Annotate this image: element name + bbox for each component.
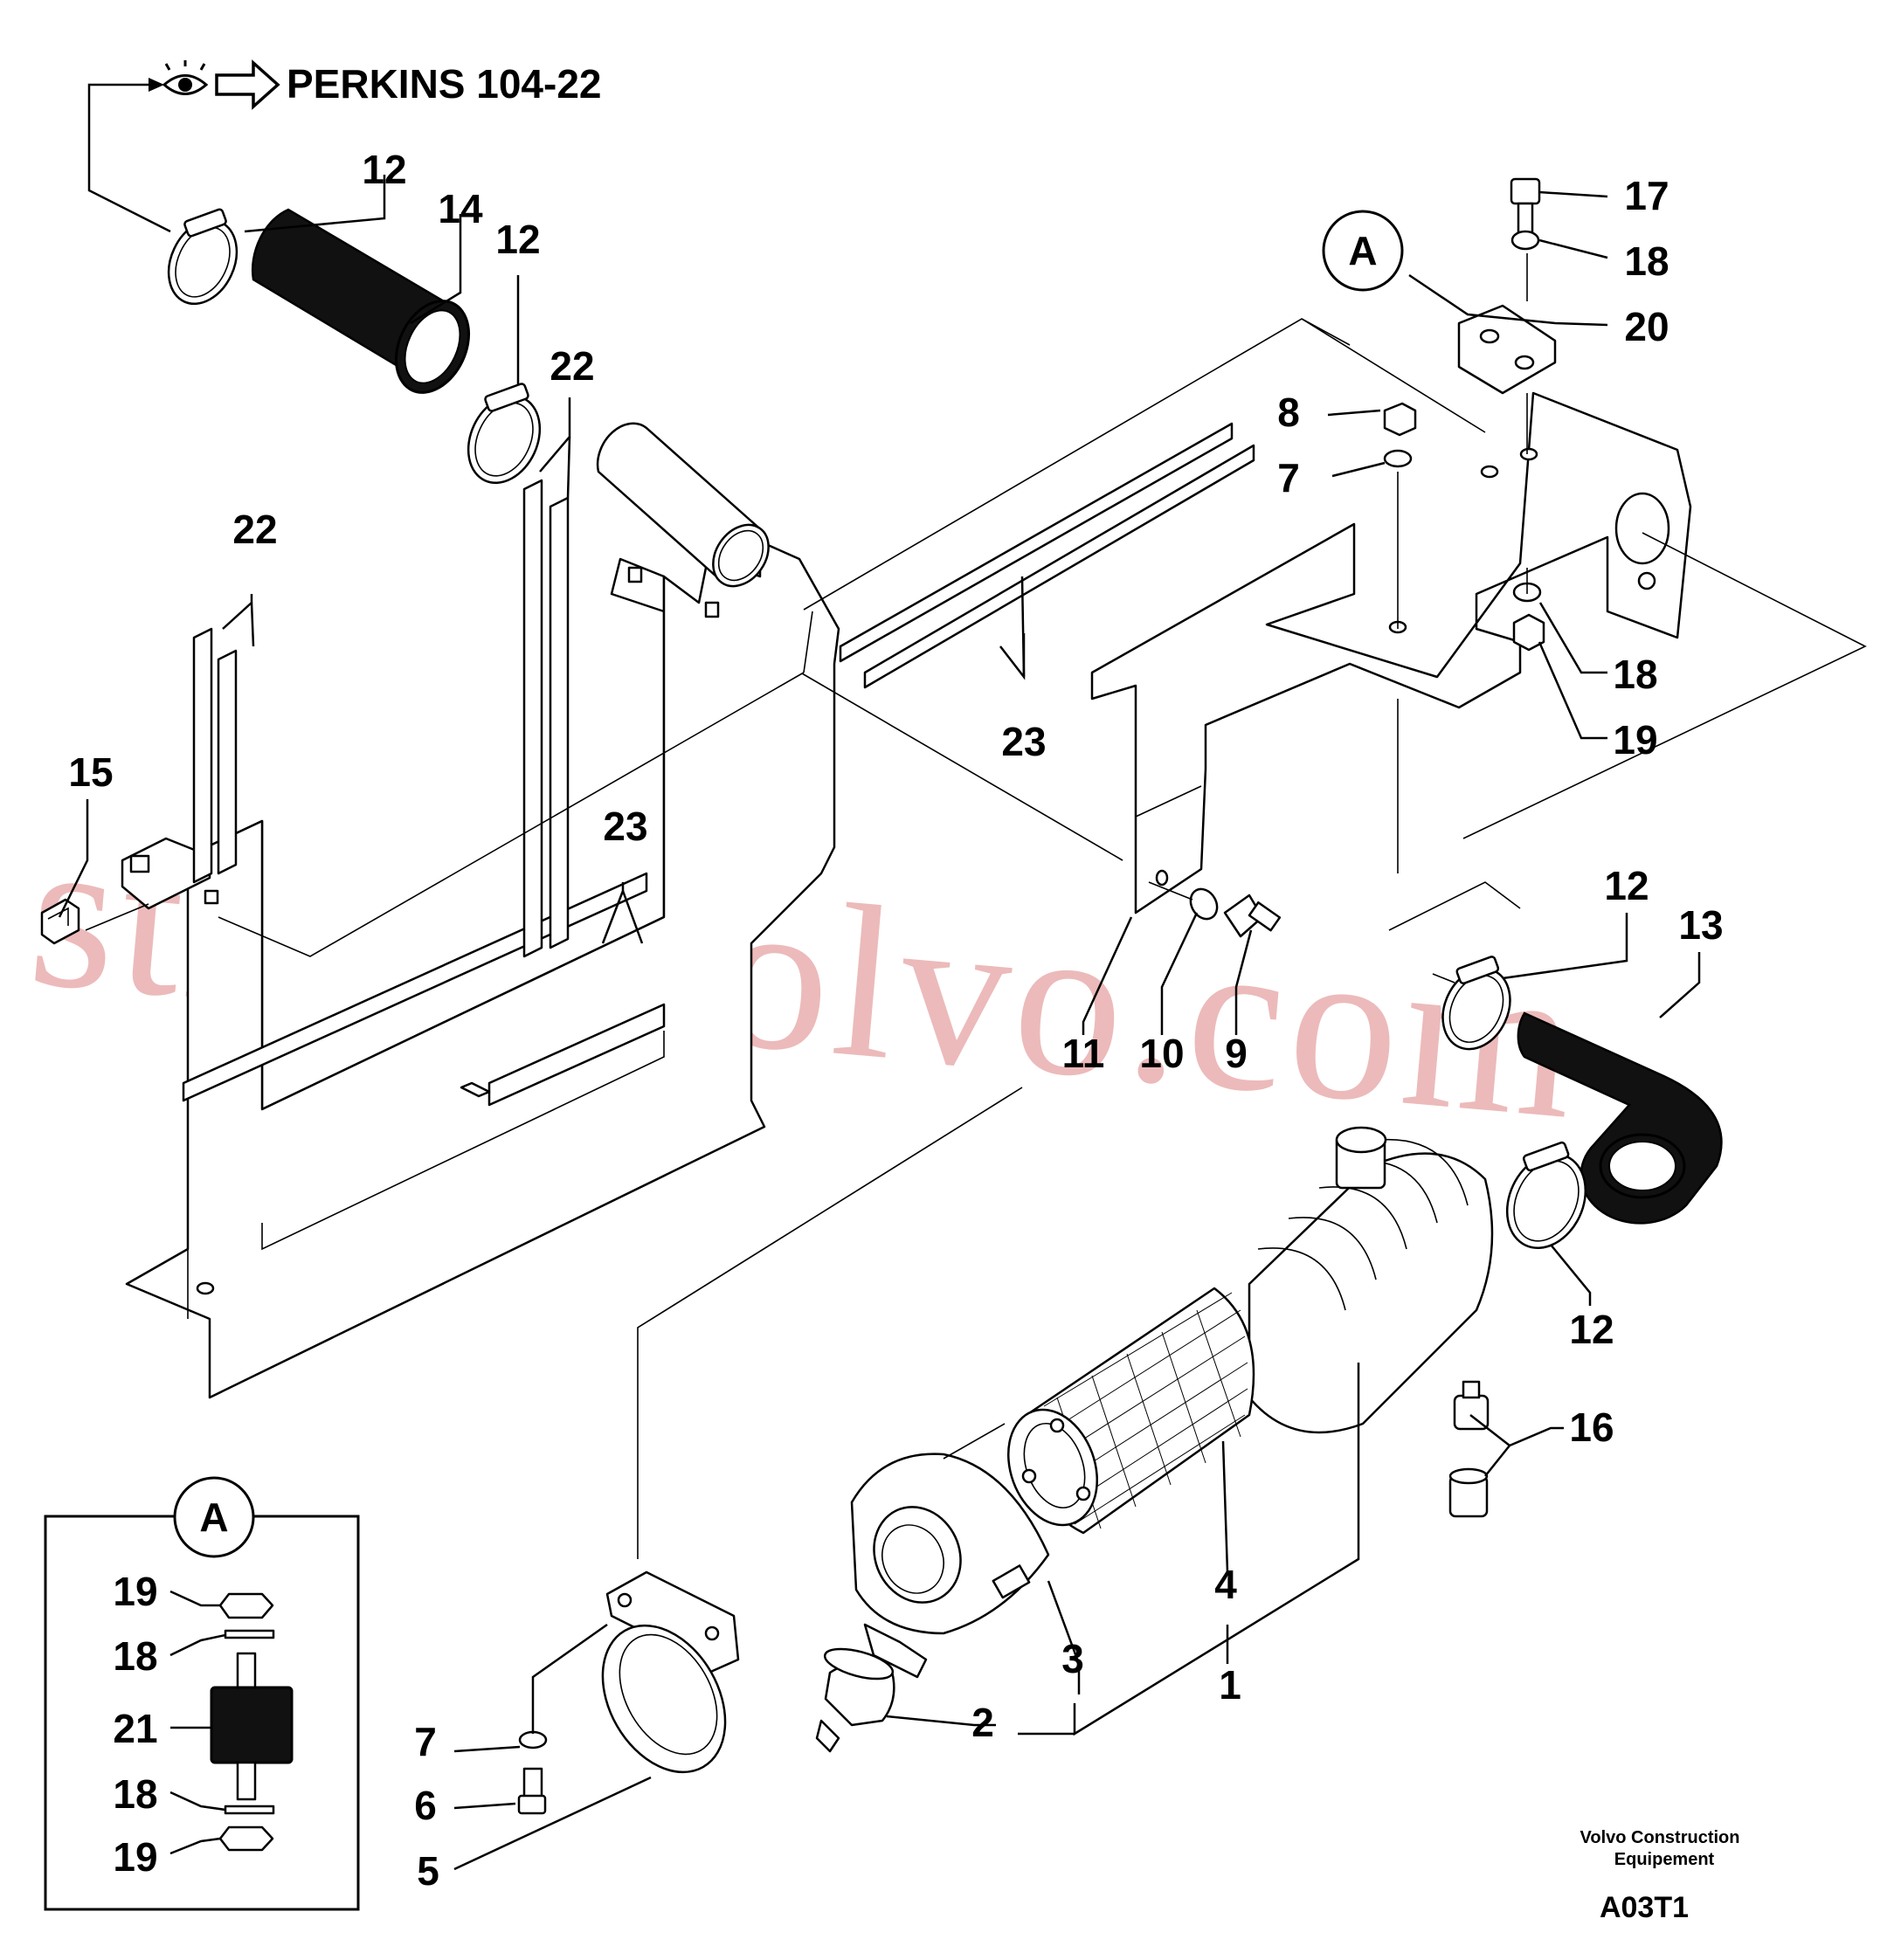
inset-label-19b: 19: [113, 1834, 157, 1880]
eye-icon: [162, 60, 209, 95]
inset-label-19a: 19: [113, 1569, 157, 1614]
footer: Volvo Construction Equipement A03T1: [1580, 1828, 1740, 1924]
bolt-17: [1510, 177, 1541, 237]
inset-label-21: 21: [113, 1706, 157, 1751]
callout-5: 5: [417, 1848, 439, 1894]
spring-clip-15: [40, 898, 80, 945]
callout-15: 15: [68, 749, 113, 795]
drawing-code: A03T1: [1600, 1891, 1689, 1924]
bolt-9: [1223, 894, 1282, 938]
callout-23b: 23: [603, 804, 647, 849]
bracket-20: [1457, 304, 1557, 395]
callout-16: 16: [1569, 1404, 1614, 1450]
callout-12c: 12: [1604, 863, 1649, 908]
callout-14: 14: [438, 186, 483, 231]
leader-lines: [58, 175, 1701, 1871]
inset-nut-top: [218, 1592, 274, 1619]
washer-7-top: [1383, 449, 1413, 468]
callout-2: 2: [971, 1700, 994, 1745]
frame-pipe: [596, 422, 770, 618]
callout-1: 1: [1219, 1662, 1241, 1708]
filter-cover-3: [850, 1453, 1050, 1679]
hose-clamp-right-upper: [1441, 956, 1511, 1051]
washer-7-bottom: [518, 1730, 548, 1750]
bolt-6: [517, 1767, 547, 1815]
callout-23a: 23: [1001, 719, 1046, 764]
nut-8: [1383, 402, 1417, 437]
filter-element-4: [1007, 1287, 1255, 1535]
washer-18-top: [1510, 230, 1540, 251]
callout-18a: 18: [1624, 238, 1669, 284]
callout-22b: 22: [550, 343, 594, 389]
inset-marker: A: [199, 1494, 228, 1540]
callout-19: 19: [1613, 717, 1657, 763]
seal-strip-middle: [522, 479, 570, 958]
assembly-lines: [85, 253, 1867, 1559]
seal-strips-top: [839, 422, 1255, 689]
seal-strip-left: [192, 627, 238, 884]
callout-7b: 7: [414, 1719, 437, 1764]
callout-3: 3: [1061, 1636, 1084, 1681]
callout-20: 20: [1624, 304, 1669, 349]
detail-marker-a: A: [1322, 210, 1404, 292]
svg-text:A: A: [1348, 228, 1377, 273]
reference-text: PERKINS 104-22: [287, 61, 602, 107]
inset-nut-bottom: [218, 1825, 274, 1852]
hose-13: [1517, 1011, 1723, 1225]
inset-label-18b: 18: [113, 1771, 157, 1817]
callout-11: 11: [1062, 1031, 1105, 1076]
inset-label-18a: 18: [113, 1633, 157, 1679]
detail-inset-a: A 19 18 21 18 19: [44, 1476, 360, 1911]
company-line-2: Equipement: [1614, 1850, 1715, 1869]
inset-washer-top: [224, 1629, 275, 1639]
hose-clamp-upper-middle: [467, 383, 542, 485]
callout-17: 17: [1624, 173, 1669, 218]
callout-7a: 7: [1277, 455, 1300, 500]
air-filter-housing: [1248, 1126, 1494, 1434]
callout-10: 10: [1139, 1031, 1184, 1076]
callout-12b: 12: [495, 217, 540, 262]
mounting-band-5: [601, 1570, 740, 1774]
callout-12a: 12: [362, 147, 406, 192]
header-reference: PERKINS 104-22: [87, 59, 602, 233]
hose-clamp-right-lower: [1505, 1141, 1587, 1250]
callout-6: 6: [414, 1783, 437, 1828]
hollow-right-arrow-icon: [215, 59, 280, 110]
bracket-11: [1090, 391, 1692, 914]
inset-washer-bottom: [224, 1805, 275, 1815]
callout-12d: 12: [1569, 1307, 1614, 1352]
nut-19-right: [1512, 613, 1545, 652]
inset-rubber-mount-21: [210, 1652, 294, 1801]
callout-4: 4: [1214, 1562, 1237, 1607]
washer-10: [1189, 887, 1219, 921]
callout-8: 8: [1277, 390, 1300, 435]
dust-valve-2: [815, 1647, 895, 1753]
callout-22a: 22: [232, 507, 277, 552]
callout-18b: 18: [1613, 652, 1657, 697]
sensor-16: [1448, 1380, 1490, 1518]
callout-13: 13: [1678, 902, 1723, 948]
callout-labels: 12 14 12 22 22 15 23 23 8 7 17 18 20 18 …: [68, 147, 1723, 1894]
company-line-1: Volvo Construction: [1580, 1828, 1740, 1847]
hose-14: [251, 208, 471, 394]
hose-clamp-top-left: [167, 208, 238, 306]
callout-9: 9: [1225, 1031, 1248, 1076]
